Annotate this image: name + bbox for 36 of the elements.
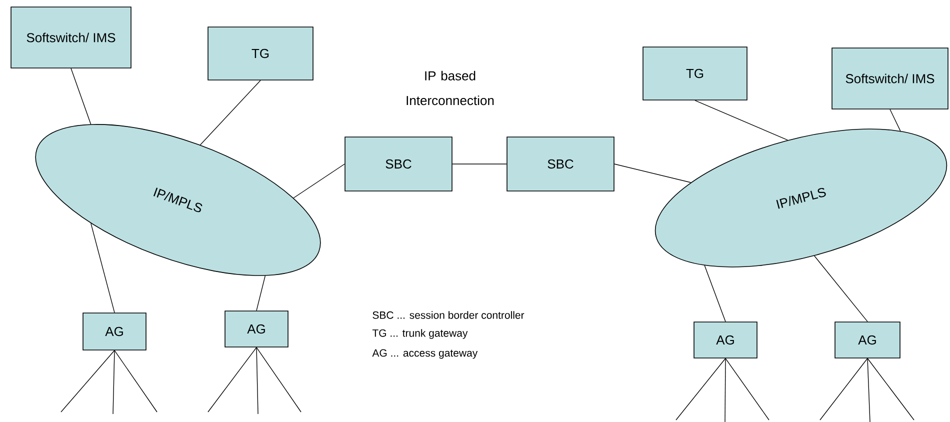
network-element-box: TG	[642, 46, 748, 100]
network-element-box: AG	[694, 322, 758, 358]
connection-line	[60, 350, 115, 412]
network-element-box: SBC	[506, 136, 614, 192]
connection-line	[867, 358, 914, 420]
connection-line	[70, 68, 92, 125]
network-element-box: Softswitch/ IMS	[10, 6, 132, 68]
network-element-box: TG	[208, 26, 314, 80]
connection-line	[890, 109, 901, 132]
network-caption: IP based Interconnection	[406, 70, 494, 106]
network-element-box: SBC	[344, 136, 452, 192]
network-element-box: AG	[82, 312, 146, 350]
connection-line	[814, 256, 868, 322]
connection-line	[200, 80, 261, 146]
connection-line	[704, 265, 726, 322]
network-element-box: Softswitch/ IMS	[832, 48, 948, 110]
connection-line	[256, 347, 302, 412]
connection-line	[112, 350, 115, 414]
connection-line	[114, 350, 158, 412]
network-element-box: AG	[834, 322, 900, 358]
connection-line	[725, 358, 770, 420]
connection-line	[694, 100, 788, 140]
connection-line	[676, 358, 726, 420]
connection-line	[293, 164, 345, 198]
connection-line	[90, 222, 115, 313]
connection-line	[614, 164, 692, 183]
connection-line	[867, 358, 870, 422]
connection-line	[820, 358, 868, 420]
connection-line	[256, 275, 266, 311]
connection-line	[724, 358, 726, 422]
abbreviation-note: TG ... trunk gateway	[372, 329, 468, 339]
network-element-box: AG	[224, 310, 288, 348]
connection-line	[256, 347, 258, 414]
abbreviation-note: SBC ... session border controller	[372, 311, 524, 319]
abbreviation-note: AG ... access gateway	[372, 349, 478, 359]
connection-line	[208, 347, 257, 412]
